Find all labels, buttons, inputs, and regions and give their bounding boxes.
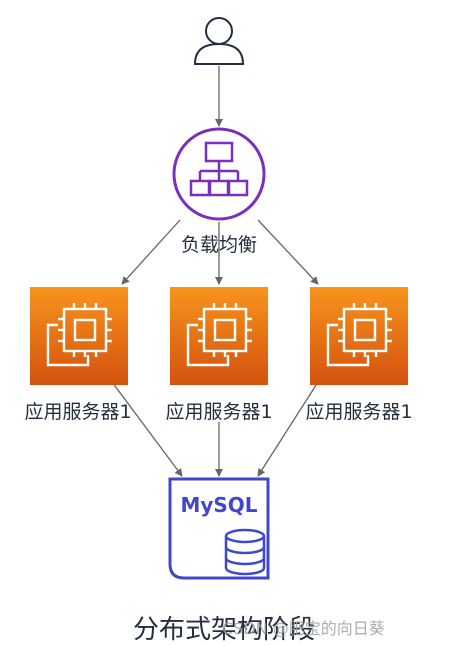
database-icon: MySQL [168,477,270,580]
load-balancer-icon [172,127,266,221]
user-icon [193,17,245,65]
database-label: MySQL [180,493,257,517]
edge-server-3-to-db [257,381,319,477]
server-3-label: 应用服务器1 [305,401,413,423]
edge-server-1-to-db [111,381,183,477]
load-balancer-label: 负载均衡 [180,234,258,256]
server-2-icon [170,287,268,385]
connectors [111,66,319,477]
server-3-icon [310,287,408,385]
edge-lb-to-server-1 [121,219,181,285]
server-1-label: 应用服务器1 [24,401,132,423]
edge-lb-to-server-3 [257,219,319,285]
server-2-label: 应用服务器1 [165,401,273,423]
server-1-icon [30,287,128,385]
diagram-caption: 分布式架构阶段 [132,615,316,645]
watermark: CSDN @肥宝的向日葵 [222,619,385,638]
